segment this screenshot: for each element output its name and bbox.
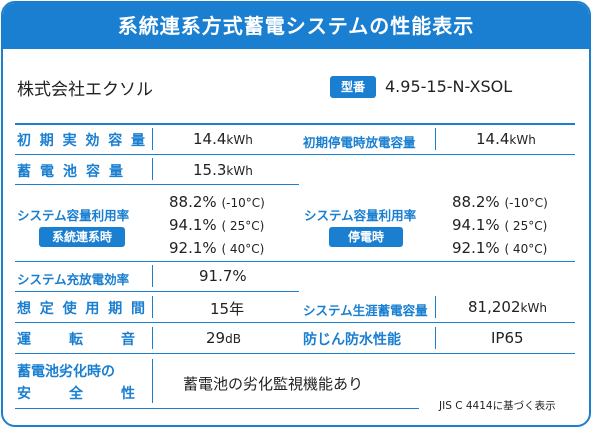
charge-efficiency-value: 91.7%	[199, 267, 247, 285]
value-unit: kWh	[226, 164, 253, 178]
footnote: JIS C 4414に基づく表示	[439, 400, 556, 412]
value-unit: kWh	[509, 133, 536, 147]
label-char: 全	[69, 386, 83, 402]
utilization-grid-line-3: 92.1% ( 40°C)	[169, 239, 264, 257]
expected-period-label: 想定使用期間	[17, 298, 145, 318]
value-number: 94.1%	[452, 216, 500, 234]
protection-value: IP65	[491, 329, 524, 347]
label-char: 運	[17, 332, 31, 348]
row-divider	[15, 154, 575, 155]
label-char: 初	[17, 133, 31, 149]
lifetime-capacity-value: 81,202kWh	[468, 298, 547, 316]
value-unit: kWh	[520, 301, 547, 315]
label-char: 間	[130, 301, 145, 317]
model-number: 4.95-15-N-XSOL	[385, 77, 513, 96]
lifetime-capacity-label: システム生涯蓄電容量	[303, 303, 428, 318]
value-number: 92.1%	[169, 239, 217, 257]
value-number: 94.1%	[169, 216, 217, 234]
value-number: 14.4	[193, 130, 227, 148]
blackout-badge: 停電時	[329, 227, 403, 247]
cell-divider	[152, 265, 153, 287]
value-condition: (-10°C)	[221, 196, 265, 210]
value-number: 88.2%	[452, 193, 500, 211]
charge-efficiency-label: システム充放電効率	[17, 272, 130, 287]
utilization-blackout-label: システム容量利用率	[304, 208, 417, 223]
cell-divider	[435, 128, 436, 150]
title-bar: 系統連系方式蓄電システムの性能表示	[3, 3, 589, 49]
value-number: 15.3	[193, 161, 227, 179]
cell-divider	[152, 327, 153, 349]
utilization-blackout-line-3: 92.1% ( 40°C)	[452, 239, 547, 257]
label-char: 安	[17, 386, 31, 402]
utilization-blackout-line-2: 94.1% ( 25°C)	[452, 216, 547, 234]
utilization-grid-line-1: 88.2% (-10°C)	[169, 193, 265, 211]
utilization-blackout-line-1: 88.2% (-10°C)	[452, 193, 548, 211]
initial-capacity-value: 14.4kWh	[193, 130, 253, 148]
value-number: 14.4	[476, 130, 510, 148]
cell-divider	[435, 296, 436, 318]
label-char: 用	[85, 301, 100, 317]
row-divider	[15, 261, 575, 262]
cell-divider	[435, 327, 436, 349]
label-char: 期	[39, 133, 54, 149]
table-bottom-rule	[15, 408, 419, 409]
model-badge: 型番	[330, 76, 376, 98]
cell-divider	[152, 128, 153, 150]
value-condition: ( 40°C)	[504, 242, 548, 256]
value-condition: (-10°C)	[504, 196, 548, 210]
battery-capacity-label: 蓄電池容量	[17, 164, 132, 180]
label-char: 定	[39, 301, 54, 317]
value-unit: dB	[225, 332, 241, 346]
battery-capacity-value: 15.3kWh	[193, 161, 253, 179]
value-unit: kWh	[226, 133, 253, 147]
manufacturer-name: 株式会社エクソル	[17, 80, 153, 100]
value-number: 92.1%	[452, 239, 500, 257]
expected-period-value: 15年	[210, 300, 245, 318]
label-char: 量	[130, 133, 145, 149]
deterioration-label-line1: 蓄電池劣化時の	[17, 364, 115, 380]
table-top-rule	[15, 123, 575, 125]
value-condition: ( 25°C)	[221, 219, 265, 233]
label-char: 効	[85, 133, 100, 149]
label-char: 実	[62, 133, 77, 149]
cell-divider	[152, 296, 153, 318]
label-char: 性	[121, 386, 135, 402]
page-title: 系統連系方式蓄電システムの性能表示	[117, 14, 475, 38]
value-number: 88.2%	[169, 193, 217, 211]
utilization-grid-label: システム容量利用率	[17, 208, 130, 223]
noise-label: 運転音	[17, 329, 135, 349]
label-char: 期	[108, 301, 123, 317]
label-char: 使	[62, 301, 77, 317]
cell-divider	[152, 158, 153, 180]
value-condition: ( 25°C)	[504, 219, 548, 233]
grid-connected-badge: 系統連系時	[39, 227, 125, 247]
row-divider	[15, 322, 575, 323]
initial-blackout-capacity-value: 14.4kWh	[476, 130, 536, 148]
deterioration-value: 蓄電池の劣化監視機能あり	[183, 375, 364, 393]
label-char: 転	[69, 332, 83, 348]
cell-divider	[152, 359, 153, 403]
label-char: 音	[121, 332, 135, 348]
initial-blackout-capacity-label: 初期停電時放電容量	[303, 135, 416, 150]
row-divider	[15, 353, 575, 354]
initial-capacity-label: 初期実効容量	[17, 130, 145, 150]
value-condition: ( 40°C)	[221, 242, 265, 256]
protection-label: 防じん防水性能	[303, 332, 401, 348]
label-char: 想	[17, 301, 31, 317]
deterioration-label-line2: 安全性	[17, 383, 135, 403]
row-divider	[15, 184, 299, 185]
label-char: 容	[108, 133, 123, 149]
utilization-grid-line-2: 94.1% ( 25°C)	[169, 216, 264, 234]
noise-value: 29dB	[206, 329, 241, 347]
row-divider	[15, 291, 299, 292]
value-number: 29	[206, 329, 226, 347]
value-number: 81,202	[468, 298, 521, 316]
